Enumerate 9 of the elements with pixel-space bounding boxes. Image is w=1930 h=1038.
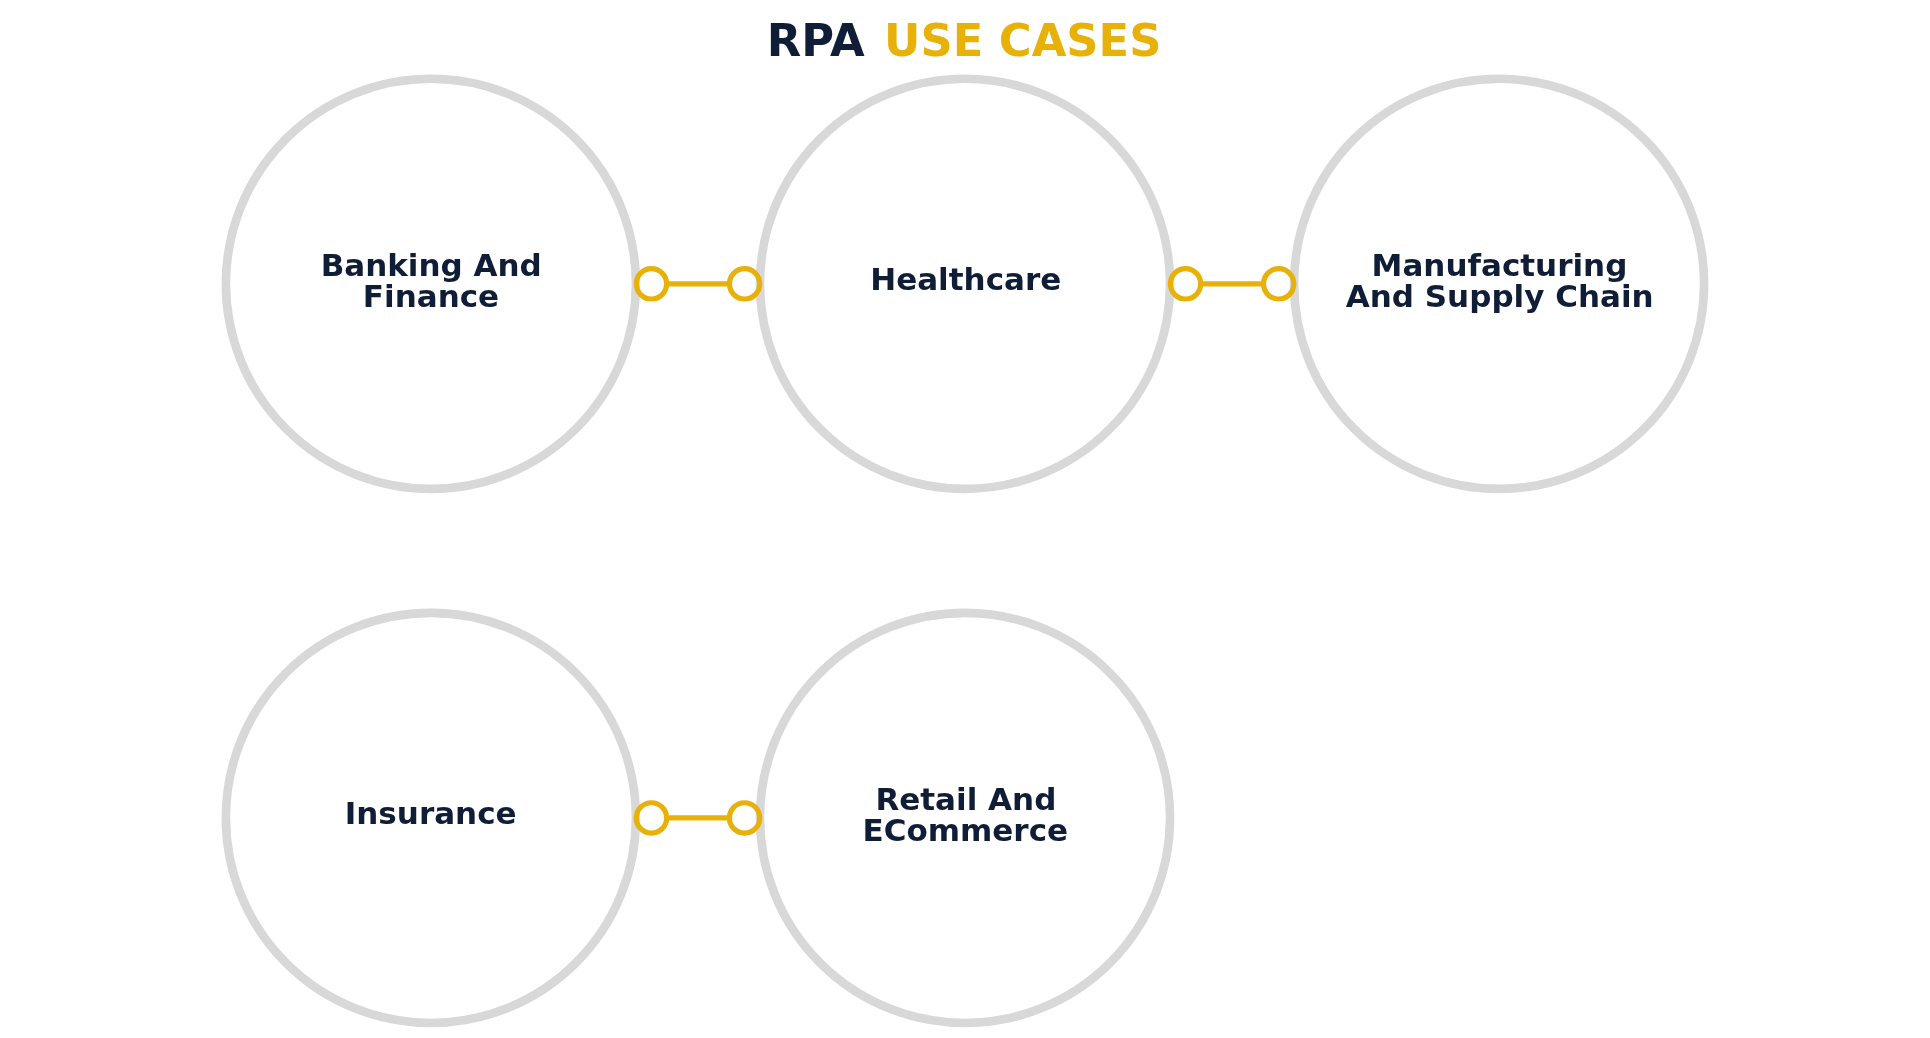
node-circle: Banking And Finance	[221, 74, 641, 494]
diagram-title: RPA USE CASES	[766, 14, 1162, 68]
node-circle: Retail And ECommerce	[755, 608, 1175, 1028]
node-circle: Manufacturing And Supply Chain	[1289, 74, 1709, 494]
connector	[633, 266, 763, 302]
connector	[1167, 266, 1297, 302]
node-circle: Insurance	[221, 608, 641, 1028]
connector	[633, 800, 763, 836]
node-circle: Healthcare	[755, 74, 1175, 494]
